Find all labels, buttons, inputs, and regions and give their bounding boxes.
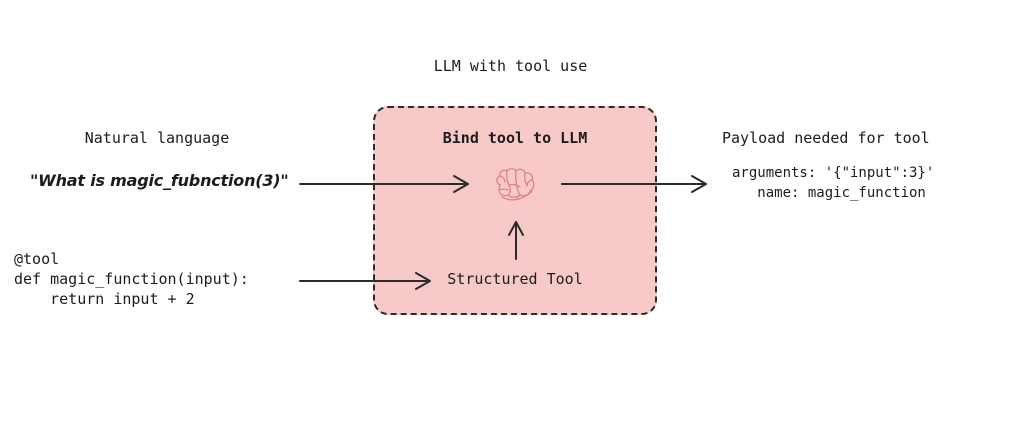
payload-body: arguments: '{"input":3}' name: magic_fun… <box>732 165 935 201</box>
tool-code-block: @tool def magic_function(input): return … <box>14 250 249 308</box>
diagram-title: LLM with tool use <box>433 57 588 75</box>
structured-tool-label: Structured Tool <box>447 270 583 288</box>
natural-language-heading: Natural language <box>84 129 230 147</box>
bind-tool-heading: Bind tool to LLM <box>442 129 588 147</box>
natural-language-utterance: "What is magic_fubnction(3)" <box>30 171 289 190</box>
payload-heading: Payload needed for tool <box>722 129 930 147</box>
